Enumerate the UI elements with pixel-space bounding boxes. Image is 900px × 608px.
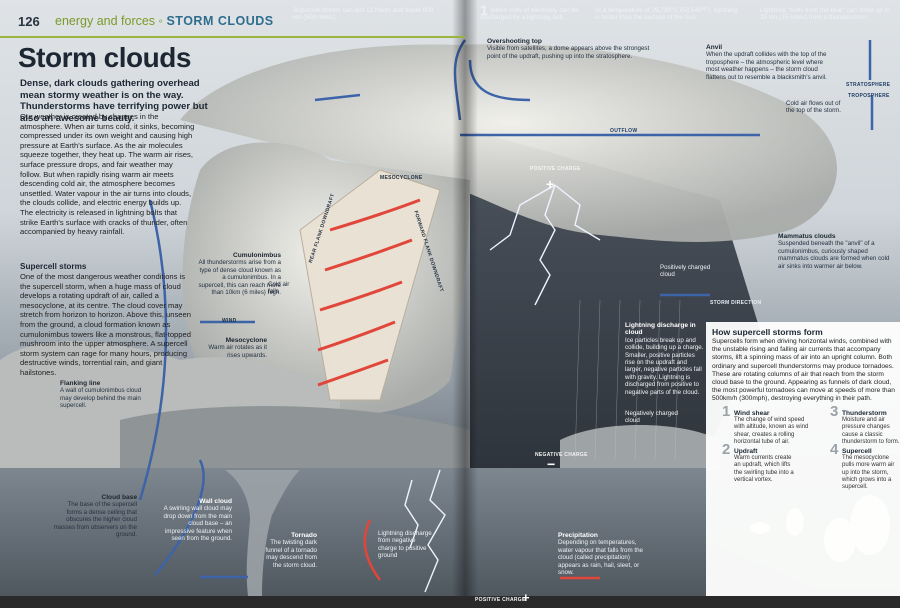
- label-overshooting-top-title: Overshooting top: [487, 38, 542, 45]
- label-wall-cloud-title: Wall cloud: [199, 498, 232, 505]
- right-low-clouds: [560, 425, 720, 470]
- tornado-funnel: [225, 470, 300, 596]
- label-anvil-title: Anvil: [706, 44, 723, 51]
- book-gutter-shadow: [452, 0, 478, 608]
- step-1-text: The change of wind speed with altitude, …: [734, 417, 809, 445]
- label-cumulonimbus-title: Cumulonimbus: [233, 252, 281, 259]
- label-tornado-text: The twisting dark funnel of a tornado ma…: [265, 539, 317, 569]
- step-2-text: Warm currents create an updraft, which l…: [734, 455, 794, 483]
- caption-storm-direction: STORM DIRECTION: [710, 300, 762, 306]
- positive-charge-icon: +: [546, 176, 555, 192]
- step-4-title: Supercell: [842, 448, 872, 455]
- label-mammatus-title: Mammatus clouds: [778, 233, 836, 240]
- section-title: energy and forces ◦ STORM CLOUDS: [55, 14, 274, 28]
- label-cold-air-falls: Cold air falls: [268, 281, 290, 296]
- step-1-number: 1: [722, 403, 731, 420]
- label-mesocyclone-text: Warm air rotates as it rises upwards.: [208, 344, 267, 359]
- rain-streaks: [574, 299, 681, 461]
- fact-supercell-duration: Supercell storms can last 12 hours and t…: [293, 7, 434, 22]
- label-tornado-title: Tornado: [291, 532, 317, 539]
- label-cloud-base-title: Cloud base: [101, 494, 137, 501]
- caption-stratosphere: STRATOSPHERE: [846, 82, 891, 88]
- label-negatively-charged: Negatively charged cloud: [625, 410, 678, 425]
- red-arrows: [363, 519, 600, 581]
- caption-outflow: OUTFLOW: [610, 128, 638, 134]
- label-anvil-text: When the updraft collides with the top o…: [706, 51, 827, 81]
- lightning-bolts: [404, 184, 601, 593]
- step-3-title: Thunderstorm: [842, 410, 887, 417]
- label-flanking-line-text: A wall of cumulonimbus cloud may develop…: [60, 387, 142, 410]
- label-precipitation-title: Precipitation: [558, 532, 598, 539]
- blue-wind-arrows: [138, 39, 874, 579]
- anvil-cloud: [180, 44, 838, 242]
- caption-positive-charge-ground: POSITIVE CHARGE: [475, 597, 526, 603]
- positive-charge-ground-icon: +: [522, 590, 530, 605]
- label-cloud-base-text: The base of the supercell forms a dense …: [53, 501, 137, 539]
- label-overshooting-top-text: Visible from satellites, a dome appears …: [487, 45, 650, 60]
- fact-volts-number: 1: [480, 2, 488, 18]
- page-title: Storm clouds: [18, 42, 191, 73]
- step-4-text: The mesocyclone pulls more warm air up i…: [842, 455, 895, 491]
- info-box-body: Supercells form when driving horizontal …: [712, 338, 895, 403]
- body-text-supercell: One of the most dangerous weather condit…: [20, 272, 191, 377]
- fact-temperature: At a temperature of 29,730°C (53,540°F),…: [595, 7, 738, 22]
- info-box-title: How supercell storms form: [712, 327, 823, 337]
- body-text-weather: Our weather is created by changes in the…: [20, 112, 195, 237]
- label-cumulonimbus-text: All thunderstorms arise from a type of d…: [198, 259, 281, 297]
- section-name: STORM CLOUDS: [166, 14, 274, 28]
- step-3-number: 3: [830, 403, 839, 420]
- cloud-base: [120, 406, 470, 470]
- step-1-title: Wind shear: [734, 410, 770, 417]
- supercell-heading: Supercell storms: [20, 262, 87, 271]
- fact-volts-text: billion volts of electricity can be disc…: [480, 7, 579, 22]
- label-wall-cloud-text: A swirling wall cloud may drop down from…: [163, 505, 232, 543]
- negative-charge-icon: −: [547, 456, 556, 472]
- step-3-text: Moisture and air pressure changes cause …: [842, 417, 900, 445]
- caption-mesocyclone: MESOCYCLONE: [380, 175, 423, 181]
- page-number: 126: [18, 14, 40, 29]
- label-mesocyclone-title: Mesocyclone: [225, 337, 267, 344]
- label-precipitation-text: Depending on temperatures, water vapour …: [558, 539, 643, 577]
- sea: [0, 468, 706, 598]
- header-rule: [0, 36, 465, 38]
- caption-positive-charge: POSITIVE CHARGE: [530, 166, 581, 172]
- step-4-number: 4: [830, 441, 839, 458]
- label-lightning-discharge-text: Ice particles break up and collide, buil…: [625, 336, 704, 396]
- label-lightning-discharge-title: Lightning discharge in cloud: [625, 322, 696, 337]
- supercell-info-box: [706, 322, 900, 608]
- caption-troposphere: TROPOSPHERE: [848, 93, 890, 99]
- label-lightning-ground: Lightning discharge from negative charge…: [378, 530, 432, 560]
- label-cold-air-flows: Cold air flows out of the top of the sto…: [786, 100, 842, 115]
- label-mammatus-text: Suspended beneath the "anvil" of a cumul…: [778, 240, 890, 270]
- label-positively-charged: Positively charged cloud: [660, 264, 711, 279]
- section-prefix: energy and forces: [55, 14, 156, 28]
- fact-bolts-from-blue: Lightning "bolts from the blue" can stri…: [760, 7, 890, 22]
- label-flanking-line-title: Flanking line: [60, 380, 101, 387]
- step-2-title: Updraft: [734, 448, 758, 455]
- page-bottom-edge: [0, 596, 900, 608]
- step-2-number: 2: [722, 441, 731, 458]
- caption-wind: WIND: [222, 318, 237, 324]
- intro-text: Dense, dark clouds gathering overhead me…: [20, 78, 208, 124]
- caption-negative-charge: NEGATIVE CHARGE: [535, 452, 588, 458]
- mesocyclone-red-arrows: [317, 198, 421, 387]
